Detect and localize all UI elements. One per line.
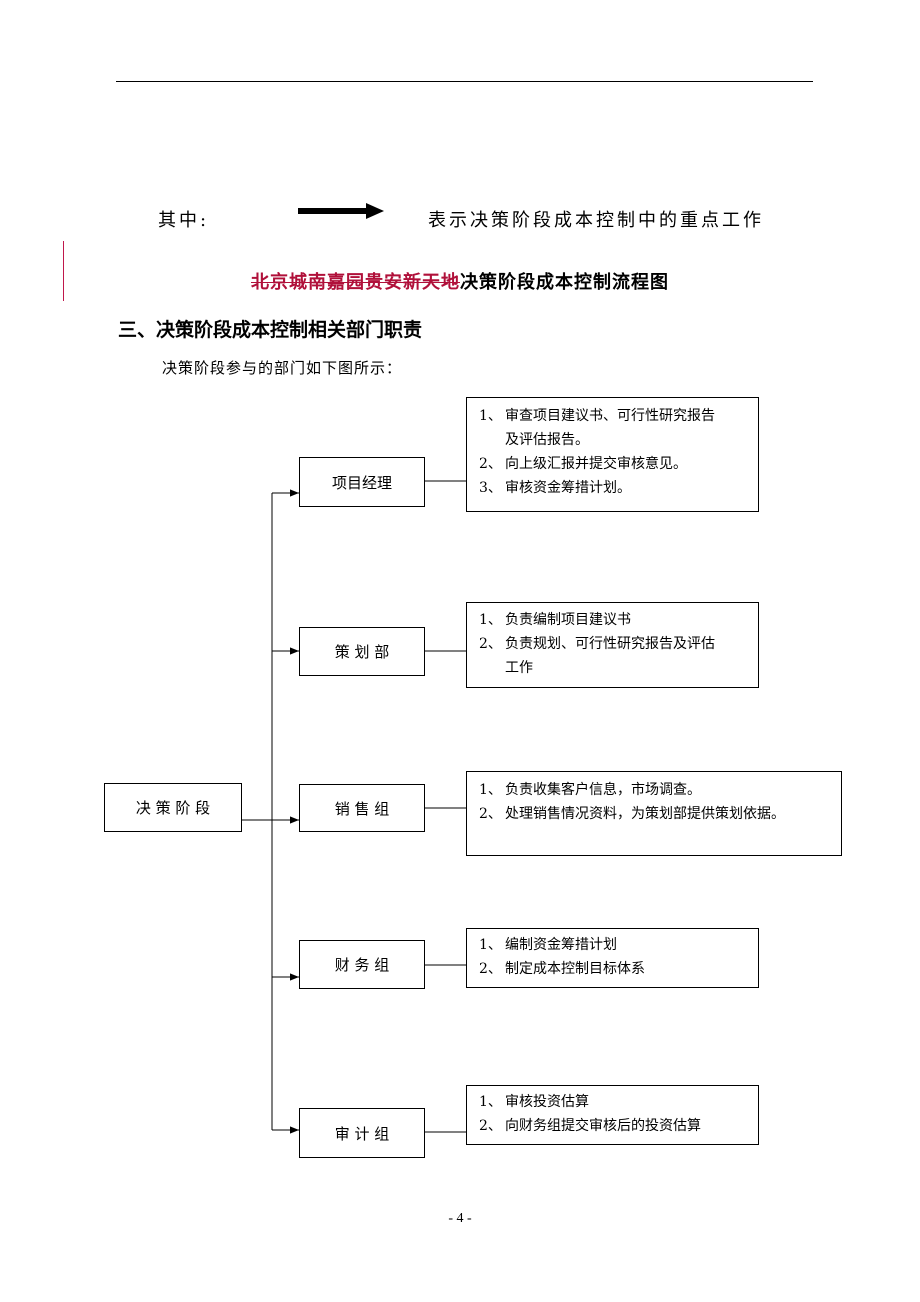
root-node-decision-stage: 决 策 阶 段 bbox=[104, 783, 242, 832]
duty-item: 2、负责规划、可行性研究报告及评估工作 bbox=[479, 636, 715, 676]
duty-item: 1、负责编制项目建议书 bbox=[479, 612, 631, 628]
duty-item: 2、向财务组提交审核后的投资估算 bbox=[479, 1118, 701, 1134]
page-number: - 4 - bbox=[448, 1211, 472, 1226]
duties-box-audit: 1、审核投资估算 2、向财务组提交审核后的投资估算 bbox=[466, 1085, 759, 1145]
deleted-project-name: 北京城南嘉园贵安新天地 bbox=[251, 272, 460, 293]
bold-arrow-icon bbox=[298, 203, 384, 219]
duty-item: 1、编制资金筹措计划 bbox=[479, 937, 617, 953]
duty-item: 2、向上级汇报并提交审核意见。 bbox=[479, 456, 687, 472]
duty-item: 2、制定成本控制目标体系 bbox=[479, 961, 645, 977]
duty-item: 1、负责收集客户信息，市场调查。 bbox=[479, 782, 701, 798]
duties-box-finance: 1、编制资金筹措计划 2、制定成本控制目标体系 bbox=[466, 928, 759, 988]
duty-item: 1、审查项目建议书、可行性研究报告及评估报告。 bbox=[479, 408, 715, 448]
header-rule bbox=[116, 81, 813, 82]
duties-box-project-manager: 1、审查项目建议书、可行性研究报告及评估报告。 2、向上级汇报并提交审核意见。 … bbox=[466, 397, 759, 512]
dept-node-planning: 策 划 部 bbox=[299, 627, 425, 676]
dept-node-project-manager: 项目经理 bbox=[299, 457, 425, 507]
section-heading: 三、决策阶段成本控制相关部门职责 bbox=[118, 319, 423, 341]
duty-item: 1、审核投资估算 bbox=[479, 1094, 589, 1110]
dept-node-audit: 审 计 组 bbox=[299, 1108, 425, 1158]
flowchart-title-text: 决策阶段成本控制流程图 bbox=[460, 272, 669, 293]
dept-node-finance: 财 务 组 bbox=[299, 940, 425, 989]
dept-node-sales: 销 售 组 bbox=[299, 784, 425, 832]
duties-box-sales: 1、负责收集客户信息，市场调查。 2、处理销售情况资料，为策划部提供策划依据。 bbox=[466, 771, 842, 856]
legend-description: 表示决策阶段成本控制中的重点工作 bbox=[428, 210, 764, 231]
flowchart-title: 北京城南嘉园贵安新天地决策阶段成本控制流程图 bbox=[0, 268, 920, 294]
duty-item: 3、审核资金筹措计划。 bbox=[479, 480, 631, 496]
duty-item: 2、处理销售情况资料，为策划部提供策划依据。 bbox=[479, 806, 785, 822]
duties-box-planning: 1、负责编制项目建议书 2、负责规划、可行性研究报告及评估工作 bbox=[466, 602, 759, 688]
legend-label: 其中: bbox=[158, 210, 210, 231]
revision-margin-bar bbox=[63, 241, 64, 301]
section-intro: 决策阶段参与的部门如下图所示： bbox=[162, 359, 403, 377]
